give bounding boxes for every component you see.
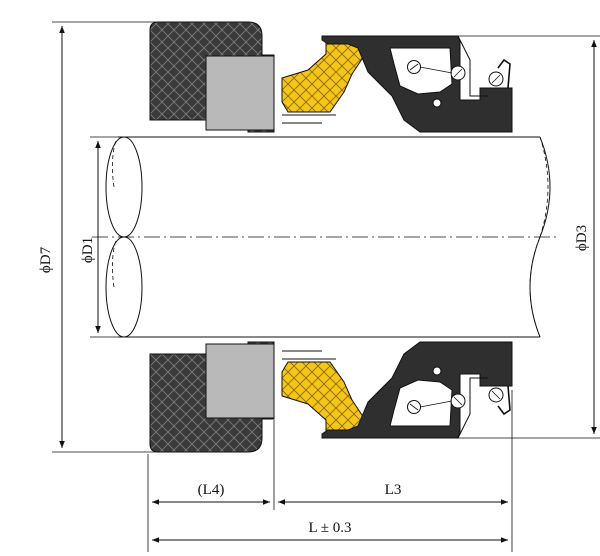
dimension-d3: ϕD3 [456, 35, 600, 439]
label-l-total: L ± 0.3 [308, 520, 351, 536]
rotary-face-bottom [281, 350, 365, 433]
stationary-seat-top [149, 21, 275, 133]
dimension-lengths: (L4) L3 L ± 0.3 [147, 390, 513, 552]
bellows-housing-top [321, 35, 513, 133]
stationary-seat-bottom [149, 341, 275, 453]
dimension-d7: ϕD7 [38, 21, 156, 453]
springs-top [407, 60, 504, 108]
seat-insert-bottom [205, 343, 275, 419]
bellows-housing-bottom [321, 341, 513, 439]
label-d1: ϕD1 [80, 237, 96, 263]
rotary-face-top [281, 41, 365, 124]
dimension-d1: ϕD1 [80, 136, 118, 338]
label-d3: ϕD3 [574, 225, 590, 251]
label-d7: ϕD7 [38, 246, 54, 273]
label-l3: L3 [385, 482, 402, 498]
seat-insert-top [205, 55, 275, 131]
springs-bottom [407, 366, 504, 414]
label-l4: (L4) [198, 482, 225, 498]
shaft [92, 136, 560, 338]
